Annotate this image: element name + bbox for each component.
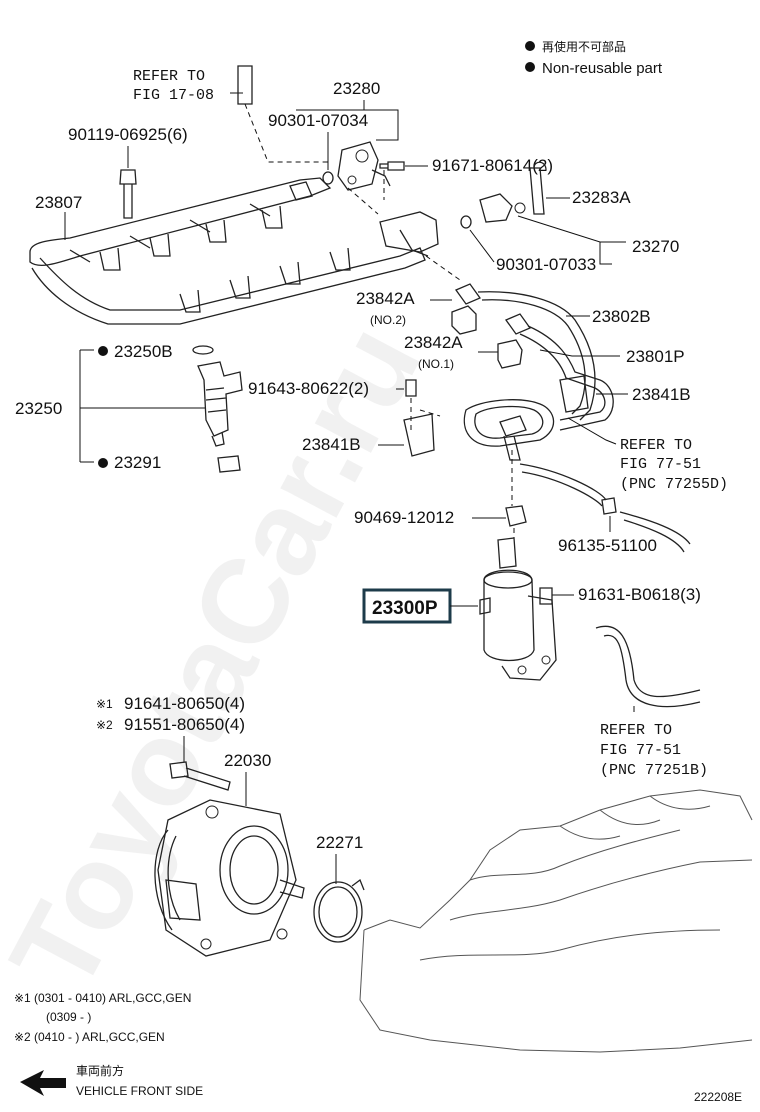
clamp <box>505 505 527 527</box>
insulator <box>217 455 241 473</box>
pressure-regulator <box>337 141 379 191</box>
fuel-hose <box>463 399 607 507</box>
refer-fig-17-08-line1: REFER TO <box>133 68 205 85</box>
return-hose <box>595 625 701 698</box>
fuel-filter <box>479 537 557 681</box>
note-1-sub: (0309 - ) <box>46 1010 91 1024</box>
label-23250: 23250 <box>15 399 62 418</box>
pipe-stub <box>237 65 253 105</box>
legend-en: Non-reusable part <box>542 60 663 77</box>
label-23250B: 23250B <box>114 342 173 361</box>
refer-77-51-a-line1: REFER TO <box>620 437 692 454</box>
non-reusable-bullet-icon <box>525 62 535 72</box>
throttle-gasket <box>313 878 365 943</box>
intake-manifold-outline <box>359 789 753 1053</box>
note-2-mark: ※2 <box>14 1030 31 1044</box>
label-23270: 23270 <box>632 237 679 256</box>
fuel-pulsation-damper <box>479 193 513 223</box>
refer-77-51-b-line1: REFER TO <box>600 722 672 739</box>
label-23841B-left: 23841B <box>302 435 361 454</box>
fuel-delivery-pipe <box>29 177 461 325</box>
o-ring <box>322 171 334 185</box>
label-90119-06925: 90119-06925(6) <box>68 125 188 144</box>
note-2-text: (0410 - ) ARL,GCC,GEN <box>34 1030 165 1044</box>
label-23280: 23280 <box>333 79 380 98</box>
stud-bolt <box>119 169 137 219</box>
label-23300P: 23300P <box>372 598 438 619</box>
figure-id: 222208E <box>694 1090 742 1104</box>
bracket-left <box>403 413 435 457</box>
pulsation-damper <box>379 211 439 253</box>
label-23801P: 23801P <box>626 347 685 366</box>
label-90469-12012: 90469-12012 <box>354 508 454 527</box>
mark-2: ※2 <box>96 718 113 732</box>
throttle-body <box>154 799 305 957</box>
non-reusable-bullet-icon <box>98 458 108 468</box>
bolt-icon <box>379 161 405 171</box>
bolt-icon <box>539 587 553 605</box>
label-no2: (NO.2) <box>370 313 406 327</box>
label-91631-B0618: 91631-B0618(3) <box>578 585 701 604</box>
direction-jp: 車両前方 <box>76 1063 124 1078</box>
refer-77-51-a-line2: FIG 77-51 <box>620 456 701 473</box>
throttle-bolt <box>169 761 231 791</box>
label-23802B: 23802B <box>592 307 651 326</box>
vent-hose <box>619 511 691 553</box>
note-1-mark: ※1 <box>14 991 31 1005</box>
fuel-injector <box>197 361 243 447</box>
o-ring <box>192 345 214 355</box>
bracket-right <box>559 375 589 413</box>
label-96135-51100: 96135-51100 <box>558 536 657 555</box>
label-23842A-no1: 23842A <box>404 333 463 352</box>
label-23291: 23291 <box>114 453 161 472</box>
label-91643-80622: 91643-80622(2) <box>248 379 369 398</box>
front-arrow-icon <box>20 1070 66 1096</box>
mark-1: ※1 <box>96 697 113 711</box>
label-23841B-right: 23841B <box>632 385 691 404</box>
note-1-text: (0301 - 0410) ARL,GCC,GEN <box>34 991 191 1005</box>
label-91641-80650: 91641-80650(4) <box>124 694 245 713</box>
label-90301-07034: 90301-07034 <box>268 111 368 130</box>
clip-no2 <box>451 305 477 335</box>
label-91551-80650: 91551-80650(4) <box>124 715 245 734</box>
o-ring <box>460 215 472 229</box>
direction-en: VEHICLE FRONT SIDE <box>76 1084 203 1098</box>
refer-77-51-a-line3: (PNC 77255D) <box>620 476 728 493</box>
refer-77-51-b-line3: (PNC 77251B) <box>600 762 708 779</box>
label-91671-80614: 91671-80614(2) <box>432 156 553 175</box>
refer-77-51-b-line2: FIG 77-51 <box>600 742 681 759</box>
label-23807: 23807 <box>35 193 82 212</box>
clamp <box>601 497 617 515</box>
non-reusable-bullet-icon <box>525 41 535 51</box>
bolt-icon <box>405 379 417 397</box>
clip-no1 <box>497 339 523 369</box>
non-reusable-bullet-icon <box>98 346 108 356</box>
label-23283A: 23283A <box>572 188 631 207</box>
label-90301-07033: 90301-07033 <box>496 255 596 274</box>
label-23842A-no2: 23842A <box>356 289 415 308</box>
label-22030: 22030 <box>224 751 271 770</box>
fuel-tube <box>455 283 614 431</box>
clip <box>529 161 547 215</box>
legend-jp: 再使用不可部品 <box>542 39 626 54</box>
refer-fig-17-08-line2: FIG 17-08 <box>133 87 214 104</box>
label-22271: 22271 <box>316 833 363 852</box>
label-no1: (NO.1) <box>418 357 454 371</box>
